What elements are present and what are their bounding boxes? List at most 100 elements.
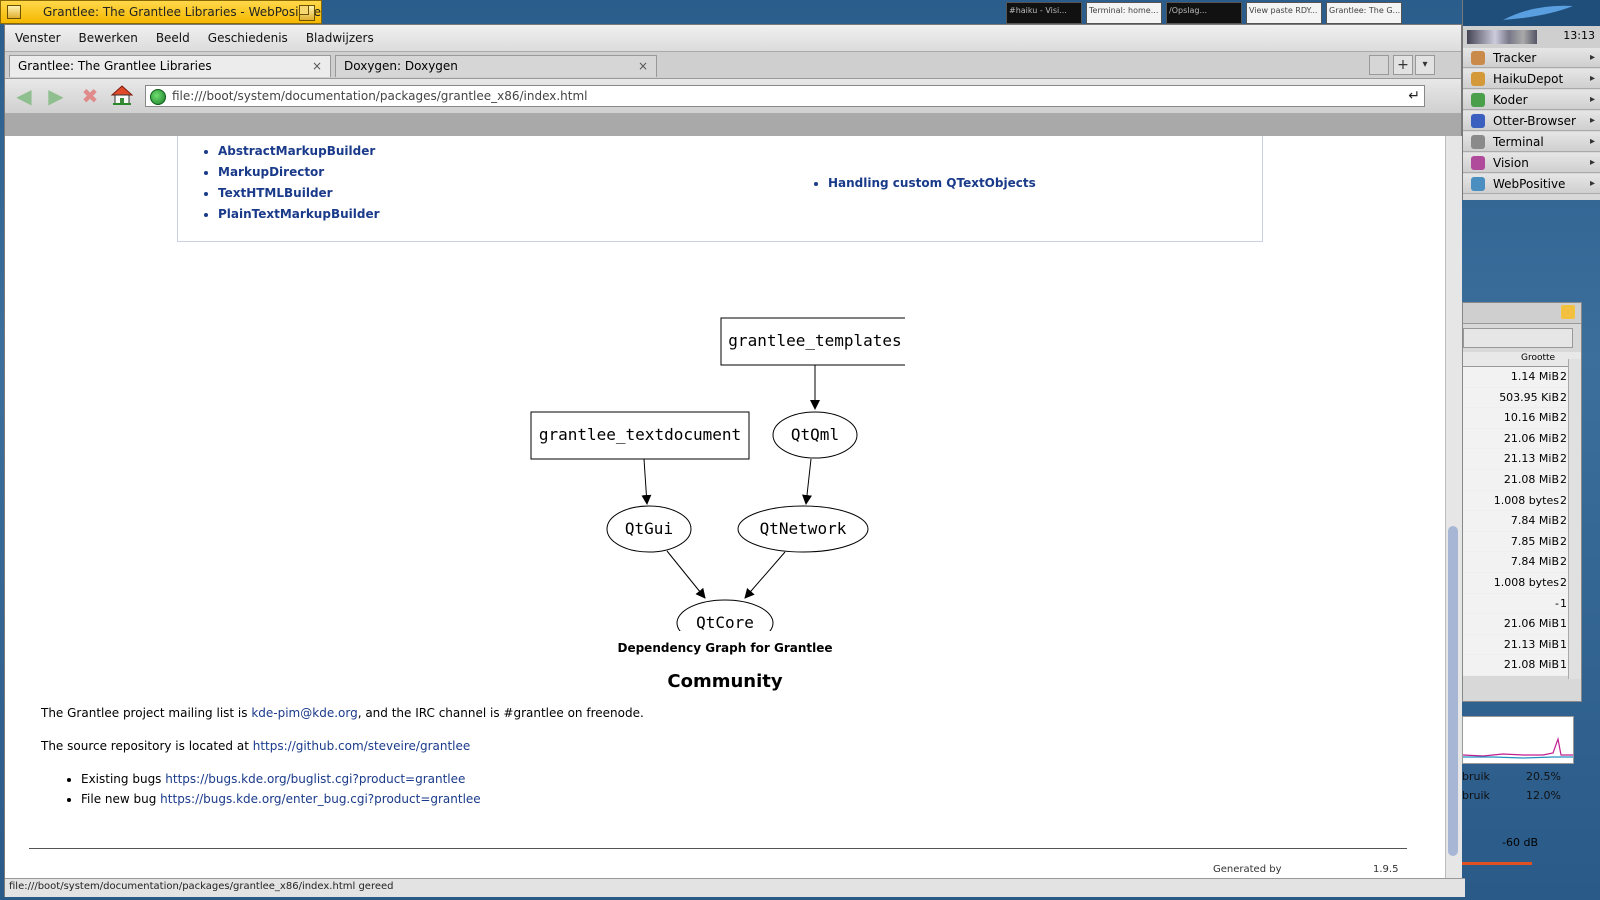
menu-bladwijzers[interactable]: Bladwijzers — [305, 31, 374, 45]
column-cell: 2 — [1560, 452, 1567, 466]
file-size: 7.84 MiB — [1510, 514, 1559, 528]
window-close-button[interactable] — [7, 5, 21, 19]
window-title-tab[interactable]: Grantlee: The Grantlee Libraries - WebPo… — [0, 0, 322, 24]
tab-scroll[interactable] — [1369, 55, 1389, 75]
deskbar-item-otter-browser[interactable]: Otter-Browser▸ — [1463, 111, 1600, 131]
info-bar — [5, 114, 1461, 136]
graph-node-box — [530, 411, 750, 460]
menu-bewerken[interactable]: Bewerken — [78, 31, 138, 45]
vertical-scrollbar[interactable] — [1445, 136, 1462, 878]
existing-bugs-link[interactable]: https://bugs.kde.org/buglist.cgi?product… — [165, 772, 466, 786]
column-cell: 2 — [1560, 370, 1567, 383]
volume-control[interactable]: -60 dB — [1462, 832, 1572, 872]
tracker-row[interactable]: -1 — [1463, 594, 1581, 615]
column-cell: 2 — [1560, 493, 1567, 507]
new-bug-link[interactable]: https://bugs.kde.org/enter_bug.cgi?produ… — [160, 792, 481, 806]
file-size: 21.08 MiB — [1503, 472, 1559, 486]
toc-list-right: Handling custom QTextObjects — [808, 176, 1036, 197]
tab-menu-button[interactable]: ▾ — [1415, 55, 1435, 75]
deskbar-item-haikudepot[interactable]: HaikuDepot▸ — [1463, 69, 1600, 89]
volume-slider[interactable] — [1462, 862, 1532, 865]
new-tab-button[interactable]: + — [1393, 55, 1413, 75]
tracker-scrollbar[interactable] — [1568, 359, 1581, 679]
thumb-window[interactable]: #haiku - Visi... — [1006, 2, 1082, 24]
node-qtgui: QtGui — [625, 519, 673, 538]
deskbar-item-tracker[interactable]: Tracker▸ — [1463, 48, 1600, 68]
toc-link[interactable]: MarkupDirector — [218, 165, 380, 179]
home-icon[interactable] — [109, 84, 135, 108]
column-cell: 2 — [1560, 575, 1567, 589]
community-heading: Community — [667, 671, 783, 692]
tracker-search-field[interactable] — [1463, 328, 1573, 348]
cpu-graph — [1462, 716, 1574, 764]
stop-icon[interactable]: ✖ — [81, 84, 99, 108]
tray-icons[interactable] — [1467, 30, 1537, 44]
column-cell: 2 — [1560, 534, 1567, 548]
tab-grantlee[interactable]: Grantlee: The Grantlee Libraries × — [9, 55, 331, 77]
system-tray: 13:13 — [1463, 26, 1600, 49]
column-cell: 2 — [1560, 514, 1567, 528]
tab-label: Doxygen: Doxygen — [344, 59, 458, 73]
list-item: File new bug https://bugs.kde.org/enter_… — [81, 792, 481, 806]
close-tab-icon[interactable]: × — [637, 59, 648, 73]
deskbar: 13:13 Tracker▸ HaikuDepot▸ Koder▸ Otter-… — [1462, 0, 1600, 200]
haiku-leaf-icon[interactable] — [1463, 0, 1600, 26]
file-size: - — [1555, 596, 1559, 610]
deskbar-item-webpositive[interactable]: WebPositive▸ — [1463, 174, 1600, 194]
folder-icon — [1561, 305, 1575, 319]
deskbar-item-vision[interactable]: Vision▸ — [1463, 153, 1600, 173]
thumb-window[interactable]: View paste RDY... — [1246, 2, 1322, 24]
go-icon[interactable]: ↵ — [1408, 88, 1420, 104]
close-tab-icon[interactable]: × — [311, 59, 322, 73]
thumb-window[interactable]: Grantlee: The G... — [1326, 2, 1402, 24]
tracker-title-bar[interactable] — [1463, 303, 1581, 324]
file-size: 21.13 MiB — [1503, 637, 1559, 651]
arrow-left-icon[interactable]: ◀ — [16, 84, 32, 108]
column-cell: 2 — [1560, 390, 1567, 404]
toc-link[interactable]: TextHTMLBuilder — [218, 186, 380, 200]
thumb-window[interactable]: Terminal: home... — [1086, 2, 1162, 24]
volume-label: -60 dB — [1502, 836, 1538, 849]
footer-divider — [29, 848, 1407, 849]
scrollbar-thumb[interactable] — [1448, 526, 1458, 856]
status-bar: file:///boot/system/documentation/packag… — [5, 878, 1465, 897]
column-header[interactable]: Grootte — [1463, 352, 1581, 367]
tab-doxygen[interactable]: Doxygen: Doxygen × — [335, 55, 657, 77]
deskbar-item-terminal[interactable]: Terminal▸ — [1463, 132, 1600, 152]
toc-link[interactable]: PlainTextMarkupBuilder — [218, 207, 380, 221]
menu-beeld[interactable]: Beeld — [155, 31, 190, 45]
toc-link[interactable]: Handling custom QTextObjects — [828, 176, 1036, 190]
arrow-right-icon[interactable]: ▶ — [48, 84, 64, 108]
deskbar-item-koder[interactable]: Koder▸ — [1463, 90, 1600, 110]
url-field[interactable]: file:///boot/system/documentation/packag… — [145, 85, 1425, 107]
menu-geschiedenis[interactable]: Geschiedenis — [207, 31, 288, 45]
mailing-list-link[interactable]: kde-pim@kde.org — [251, 706, 358, 720]
clock[interactable]: 13:13 — [1563, 29, 1595, 42]
repo-link[interactable]: https://github.com/steveire/grantlee — [252, 739, 471, 753]
toc-link[interactable]: AbstractMarkupBuilder — [218, 144, 380, 158]
url-text: file:///boot/system/documentation/packag… — [172, 89, 588, 103]
thumb-window[interactable]: /Opslag... — [1166, 2, 1242, 24]
graph-caption: Dependency Graph for Grantlee — [617, 641, 833, 655]
bugs-list: Existing bugs https://bugs.kde.org/bugli… — [65, 772, 481, 812]
window-zoom-button[interactable] — [299, 5, 315, 21]
generated-by: Generated by — [1213, 864, 1282, 875]
column-cell: 1 — [1560, 658, 1567, 672]
menu-venster[interactable]: Venster — [15, 31, 61, 45]
column-cell: 2 — [1560, 431, 1567, 445]
